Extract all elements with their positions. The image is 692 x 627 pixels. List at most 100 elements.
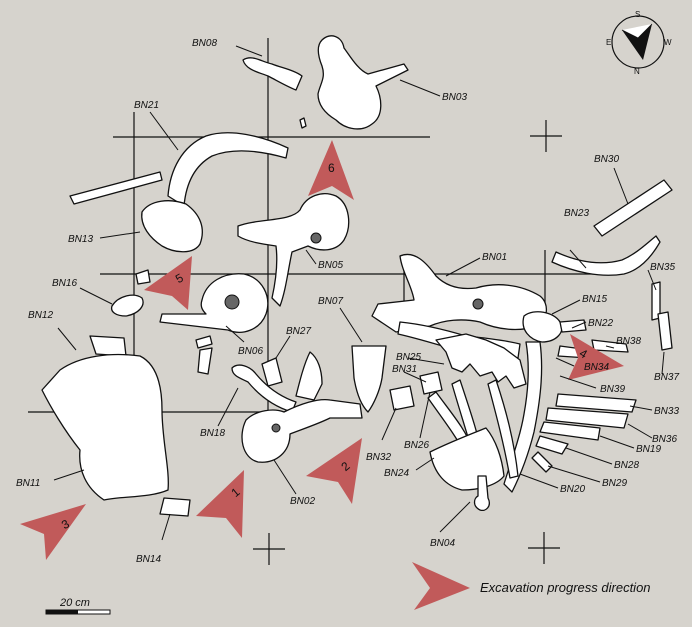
bone-left-rib bbox=[69, 171, 163, 205]
bone-bn11 bbox=[41, 353, 169, 501]
label-bn01: BN01 bbox=[482, 252, 507, 263]
direction-arrow-2 bbox=[306, 438, 362, 504]
label-bn02: BN02 bbox=[290, 496, 315, 507]
bone-bn19 bbox=[539, 421, 601, 441]
bone-small-left bbox=[135, 269, 151, 285]
bone-bn28 bbox=[535, 435, 569, 455]
bone-bn39 bbox=[503, 341, 543, 493]
bone-small-low bbox=[197, 347, 213, 375]
bone-small-mid bbox=[195, 335, 213, 349]
bone-bn05-hole bbox=[310, 232, 322, 244]
bone-bn36 bbox=[545, 407, 629, 429]
bone-bn16 bbox=[110, 294, 144, 317]
label-bn38: BN38 bbox=[616, 336, 641, 347]
label-bn27: BN27 bbox=[286, 326, 311, 337]
label-bn36: BN36 bbox=[652, 434, 677, 445]
label-bn23: BN23 bbox=[564, 208, 589, 219]
bone-bn21 bbox=[167, 132, 289, 207]
bone-spine bbox=[435, 333, 527, 389]
direction-number-6: 6 bbox=[328, 161, 335, 175]
bone-bn38 bbox=[591, 339, 629, 353]
label-bn20: BN20 bbox=[560, 484, 585, 495]
label-bn35: BN35 bbox=[650, 262, 675, 273]
bone-bn02-arm bbox=[295, 351, 323, 401]
label-bn34: BN34 bbox=[584, 362, 609, 373]
scale-bar: 20 cm bbox=[45, 597, 111, 615]
bone-bn05 bbox=[237, 193, 350, 307]
label-bn12: BN12 bbox=[28, 310, 53, 321]
label-bn30: BN30 bbox=[594, 154, 619, 165]
bone-bn15 bbox=[522, 311, 563, 343]
bone-bn27 bbox=[261, 357, 283, 387]
bone-bn07 bbox=[351, 345, 387, 413]
label-bn14: BN14 bbox=[136, 554, 161, 565]
bone-small-top bbox=[299, 117, 307, 129]
direction-arrow-5 bbox=[144, 256, 192, 310]
label-bn13: BN13 bbox=[68, 234, 93, 245]
label-bn06: BN06 bbox=[238, 346, 263, 357]
label-bn11: BN11 bbox=[16, 478, 40, 489]
bone-bn32 bbox=[389, 385, 415, 411]
bone-bn20 bbox=[487, 379, 519, 479]
bone-bn06-hole bbox=[224, 294, 240, 310]
bone-bn01-hole bbox=[472, 298, 484, 310]
bone-bn24 bbox=[429, 427, 505, 491]
compass-east-letter: E bbox=[606, 38, 611, 47]
compass-rose: S N E W bbox=[606, 10, 672, 76]
compass-west-letter: W bbox=[664, 38, 672, 47]
bone-bn02-hole bbox=[271, 423, 281, 433]
compass-north-letter: N bbox=[634, 67, 640, 76]
legend: Excavation progress direction bbox=[480, 580, 651, 595]
label-pointers bbox=[53, 45, 665, 541]
label-bn08: BN08 bbox=[192, 38, 217, 49]
bone-bn03 bbox=[317, 35, 409, 130]
bone-labels: BN08 BN03 BN21 BN13 BN01 BN05 BN06 BN16 … bbox=[16, 38, 679, 565]
bone-bn37 bbox=[657, 311, 673, 351]
direction-arrow-1 bbox=[196, 470, 244, 538]
direction-arrows bbox=[20, 140, 624, 610]
label-bn15: BN15 bbox=[582, 294, 607, 305]
bone-bn12 bbox=[89, 335, 127, 357]
label-bn39: BN39 bbox=[600, 384, 625, 395]
legend-text: Excavation progress direction bbox=[480, 580, 651, 595]
label-bn24: BN24 bbox=[384, 468, 409, 479]
bone-drawings bbox=[41, 35, 673, 517]
bone-bn08 bbox=[242, 57, 303, 91]
bone-bn23 bbox=[551, 235, 661, 276]
label-bn05: BN05 bbox=[318, 260, 343, 271]
bone-bn04 bbox=[473, 475, 490, 512]
label-bn03: BN03 bbox=[442, 92, 467, 103]
compass-south-letter: S bbox=[635, 10, 640, 19]
label-bn22: BN22 bbox=[588, 318, 613, 329]
legend-arrow bbox=[412, 562, 470, 610]
bone-bn02 bbox=[241, 398, 363, 463]
label-bn26: BN26 bbox=[404, 440, 429, 451]
bone-bn33 bbox=[555, 393, 637, 413]
bone-bn13 bbox=[141, 200, 203, 253]
label-bn29: BN29 bbox=[602, 478, 627, 489]
bone-bn01 bbox=[371, 253, 547, 333]
label-bn18: BN18 bbox=[200, 428, 225, 439]
label-bn31: BN31 bbox=[392, 364, 417, 375]
scale-bar-label: 20 cm bbox=[59, 597, 90, 609]
direction-arrow-3 bbox=[20, 504, 86, 560]
bone-bn14 bbox=[159, 497, 191, 517]
label-bn04: BN04 bbox=[430, 538, 455, 549]
bone-bn31 bbox=[419, 371, 443, 395]
label-bn37: BN37 bbox=[654, 372, 679, 383]
bone-bn22 bbox=[559, 319, 587, 333]
direction-arrow-6 bbox=[308, 140, 354, 200]
label-bn28: BN28 bbox=[614, 460, 639, 471]
label-bn33: BN33 bbox=[654, 406, 679, 417]
bone-bn29 bbox=[531, 451, 553, 473]
label-bn07: BN07 bbox=[318, 296, 343, 307]
label-bn32: BN32 bbox=[366, 452, 391, 463]
bone-bn06 bbox=[159, 273, 269, 333]
bone-bn30 bbox=[593, 179, 673, 237]
label-bn21: BN21 bbox=[134, 100, 159, 111]
direction-arrow-4 bbox=[568, 334, 624, 380]
label-bn25: BN25 bbox=[396, 352, 421, 363]
label-bn19: BN19 bbox=[636, 444, 661, 455]
